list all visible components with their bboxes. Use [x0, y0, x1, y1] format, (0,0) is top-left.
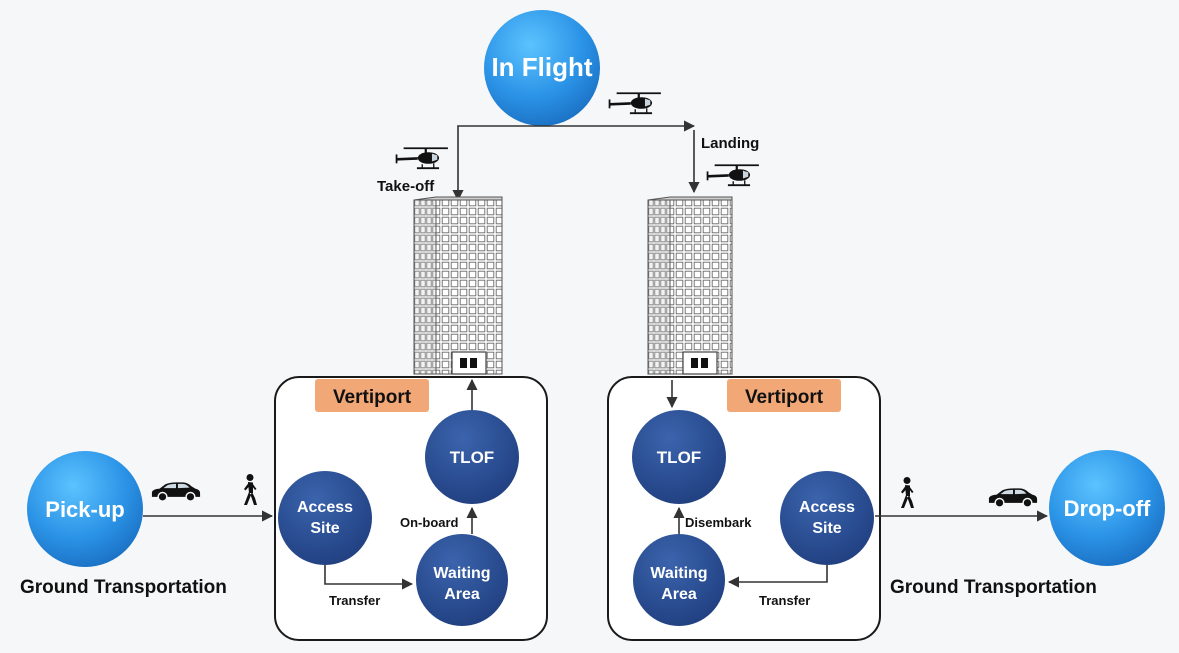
takeoff-label: Take-off [377, 178, 435, 195]
destination-building-icon [647, 196, 733, 375]
access-site-node [780, 471, 874, 565]
transfer-arrow [727, 565, 828, 588]
helicopter-icon [608, 92, 663, 115]
ground-transportation-caption: Ground Transportation [890, 577, 1097, 598]
access-site-label-line1: Access [799, 499, 855, 516]
vertiport-badge [727, 379, 841, 412]
origin-building-icon [413, 196, 503, 375]
walking-person-icon [244, 474, 257, 505]
transfer-label: Transfer [759, 593, 810, 608]
helicopter-icon [706, 164, 761, 187]
origin-vertiport-panel: Vertiport TLOF Access Site Waiting Area … [274, 376, 548, 641]
onboard-label: On-board [400, 515, 459, 530]
drop-off-label: Drop-off [1064, 496, 1151, 521]
car-icon [988, 487, 1038, 508]
in-flight-node: In Flight [484, 10, 600, 126]
waiting-area-node [416, 534, 508, 626]
walking-person-icon [901, 477, 914, 508]
access-site-label-line2: Site [812, 520, 841, 537]
transfer-label: Transfer [329, 593, 380, 608]
waiting-area-node [633, 534, 725, 626]
tlof-node [632, 410, 726, 504]
waiting-area-label-line2: Area [444, 586, 480, 603]
pick-up-label: Pick-up [45, 497, 124, 522]
ground-transportation-caption: Ground Transportation [20, 577, 227, 598]
waiting-area-label-line1: Waiting [650, 565, 707, 582]
access-site-label-line2: Site [310, 520, 339, 537]
access-site-node [278, 471, 372, 565]
disembark-label: Disembark [685, 515, 752, 530]
destination-vertiport-panel: Vertiport TLOF Access Site Waiting Area … [607, 376, 881, 641]
car-icon [151, 481, 201, 502]
landing-label: Landing [701, 135, 759, 152]
access-site-label-line1: Access [297, 499, 353, 516]
vertiport-badge-label: Vertiport [333, 387, 412, 408]
waiting-area-label-line1: Waiting [433, 565, 490, 582]
tlof-node [425, 410, 519, 504]
drop-off-node: Drop-off [1049, 450, 1165, 566]
tlof-label: TLOF [450, 448, 494, 467]
tlof-label: TLOF [657, 448, 701, 467]
pick-up-node: Pick-up [27, 451, 143, 567]
helicopter-icon [395, 147, 450, 170]
vertiport-badge-label: Vertiport [745, 387, 824, 408]
waiting-area-label-line2: Area [661, 586, 697, 603]
in-flight-label: In Flight [491, 52, 592, 82]
takeoff-flight-path [452, 120, 696, 202]
transfer-arrow [324, 565, 414, 590]
vertiport-badge [315, 379, 429, 412]
